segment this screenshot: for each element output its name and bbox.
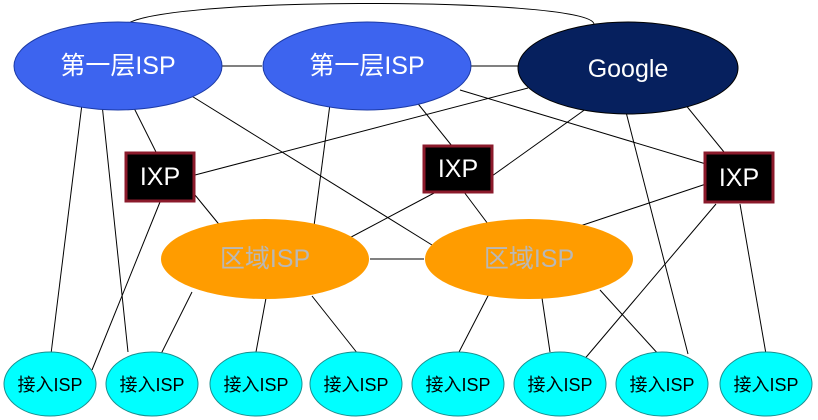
tier1-isp-left: 第一层ISP — [13, 21, 223, 111]
edge-ixp-left-regional-left — [194, 194, 223, 229]
edge-ixp-right-access-8 — [739, 203, 767, 355]
access-isp-3: 接入ISP — [209, 351, 303, 417]
access-isp-8-shape — [719, 351, 813, 417]
access-isp-7-shape — [615, 351, 709, 417]
access-isp-8-label: 接入ISP — [733, 375, 798, 395]
access-isp-4-label: 接入ISP — [323, 375, 388, 395]
regional-isp-right-label: 区域ISP — [484, 245, 574, 273]
access-isp-5-label: 接入ISP — [425, 375, 490, 395]
access-isp-4-shape — [309, 351, 403, 417]
edge-tier1-left-regional-right — [189, 94, 433, 246]
access-isp-8: 接入ISP — [719, 351, 813, 417]
access-isp-2: 接入ISP — [105, 351, 199, 417]
access-isp-3-label: 接入ISP — [223, 375, 288, 395]
regional-isp-left-shape — [161, 219, 369, 299]
edge-ixp-mid-regional-right — [463, 191, 489, 225]
google-label: Google — [588, 55, 669, 83]
edge-tier1-mid-ixp-mid — [414, 99, 453, 147]
ixp-mid: IXP — [422, 144, 494, 194]
edge-regional-left-access-3 — [255, 297, 267, 353]
edge-tier1-left-google-arc — [123, 2, 595, 29]
access-isp-5-shape — [411, 351, 505, 417]
google-node: Google — [517, 21, 739, 115]
edge-ixp-right-regional-right — [573, 183, 707, 229]
access-isp-7-label: 接入ISP — [629, 375, 694, 395]
tier1-isp-left-label: 第一层ISP — [60, 52, 175, 80]
access-isp-4: 接入ISP — [309, 351, 403, 417]
access-isp-2-shape — [105, 351, 199, 417]
edge-tier1-left-access-1 — [49, 103, 83, 363]
tier1-isp-left-shape — [13, 21, 223, 111]
edge-ixp-mid-regional-left — [337, 191, 437, 245]
access-isp-2-label: 接入ISP — [119, 375, 184, 395]
ixp-mid-label: IXP — [438, 155, 478, 183]
access-isp-1-label: 接入ISP — [17, 375, 82, 395]
ixp-left-label: IXP — [140, 163, 180, 191]
ixp-right: IXP — [703, 151, 775, 204]
regional-isp-left-label: 区域ISP — [220, 245, 310, 273]
edge-regional-right-access-5 — [457, 291, 491, 355]
edge-regional-left-access-4 — [311, 295, 359, 355]
access-isp-6: 接入ISP — [513, 351, 607, 417]
tier1-isp-mid-label: 第一层ISP — [309, 52, 424, 80]
access-isp-7: 接入ISP — [615, 351, 709, 417]
access-isp-6-label: 接入ISP — [527, 375, 592, 395]
ixp-mid-box — [422, 144, 494, 194]
edge-regional-left-access-2 — [159, 291, 193, 357]
edge-tier1-mid-ixp-right — [459, 89, 707, 165]
nodes: 第一层ISP 第一层ISP Google IXP IXP IXP 区域ISP — [3, 21, 813, 417]
edge-google-ixp-mid — [491, 105, 591, 177]
regional-isp-right-shape — [425, 219, 633, 299]
edge-tier1-left-access-2 — [101, 103, 129, 353]
edge-google-ixp-left — [194, 87, 529, 176]
access-isp-5: 接入ISP — [411, 351, 505, 417]
edge-ixp-right-access-6 — [581, 203, 717, 363]
ixp-left: IXP — [124, 151, 196, 203]
edge-regional-right-access-6 — [541, 297, 551, 353]
tier1-isp-mid-shape — [262, 21, 472, 111]
edge-google-access-7 — [625, 111, 689, 355]
ixp-right-box — [703, 151, 775, 204]
edge-tier1-mid-regional-left — [313, 103, 331, 227]
ixp-right-label: IXP — [719, 164, 759, 192]
access-isp-3-shape — [209, 351, 303, 417]
ixp-left-box — [124, 151, 196, 203]
access-isp-6-shape — [513, 351, 607, 417]
google-shape — [517, 21, 739, 115]
regional-isp-left: 区域ISP — [161, 219, 369, 299]
tier1-isp-mid: 第一层ISP — [262, 21, 472, 111]
edge-regional-right-access-7 — [599, 289, 661, 357]
edge-ixp-left-access-1 — [91, 201, 161, 371]
access-isp-1: 接入ISP — [3, 351, 97, 417]
regional-isp-right: 区域ISP — [425, 219, 633, 299]
access-isp-1-shape — [3, 351, 97, 417]
